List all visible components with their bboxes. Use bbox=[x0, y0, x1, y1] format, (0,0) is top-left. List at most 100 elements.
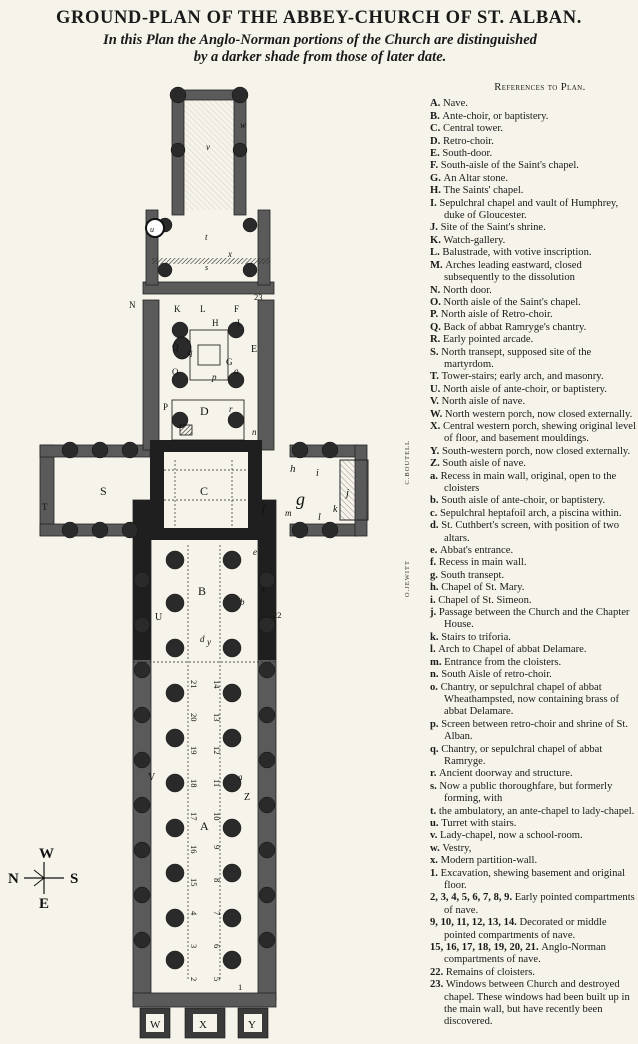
reference-item: l. Arch to Chapel of abbat Delamare. bbox=[430, 644, 636, 656]
reference-text: Modern partition-wall. bbox=[440, 855, 538, 867]
reference-text: North aisle of the Saint's chapel. bbox=[443, 296, 581, 308]
reference-text: Central tower. bbox=[442, 123, 503, 135]
svg-text:e: e bbox=[253, 547, 257, 557]
engraver-credit-left: C.BOUTELL bbox=[404, 440, 411, 485]
number-23: 23 bbox=[254, 292, 263, 302]
nave-piers bbox=[61, 86, 339, 970]
svg-text:j: j bbox=[344, 487, 349, 499]
reference-key: r. bbox=[430, 768, 440, 780]
reference-text: South-aisle of the Saint's chapel. bbox=[440, 160, 579, 172]
reference-text: Ancient doorway and structure. bbox=[439, 768, 573, 780]
svg-text:y: y bbox=[206, 637, 211, 647]
reference-key: 22. bbox=[430, 966, 446, 978]
svg-text:L: L bbox=[200, 304, 206, 314]
reference-item: q. Chantry, or sepulchral chapel of abba… bbox=[430, 744, 636, 769]
bay-number-right: 9 bbox=[212, 845, 222, 849]
svg-text:b: b bbox=[240, 597, 245, 607]
reference-item: 23. Windows between Church and destroyed… bbox=[430, 979, 636, 1029]
reference-text: South-western porch, now closed external… bbox=[441, 445, 631, 457]
svg-text:m: m bbox=[285, 508, 292, 518]
reference-text: Retro-choir. bbox=[442, 135, 494, 147]
bay-number-right: 8 bbox=[212, 878, 222, 882]
bay-number-left: 3 bbox=[189, 944, 199, 948]
page-title: GROUND-PLAN OF THE ABBEY-CHURCH OF ST. A… bbox=[56, 8, 582, 28]
reference-item: C. Central tower. bbox=[430, 123, 636, 135]
reference-item: j. Passage between the Church and the Ch… bbox=[430, 607, 636, 632]
reference-item: k. Stairs to triforia. bbox=[430, 632, 636, 644]
reference-item: K. Watch-gallery. bbox=[430, 235, 636, 247]
reference-text: Vestry, bbox=[442, 842, 472, 854]
reference-text: Decorated or middle pointed compartments… bbox=[444, 917, 607, 941]
svg-text:g: g bbox=[296, 489, 305, 509]
reference-item: S. North transept, supposed site of the … bbox=[430, 347, 636, 372]
reference-item: I. Sepulchral chapel and vault of Humphr… bbox=[430, 198, 636, 223]
svg-text:q: q bbox=[188, 347, 193, 357]
reference-key: m. bbox=[430, 656, 445, 668]
reference-item: U. North aisle of ante-choir, or baptist… bbox=[430, 384, 636, 396]
reference-key: 1. bbox=[430, 867, 441, 879]
reference-item: e. Abbat's entrance. bbox=[430, 545, 636, 557]
compass-e: E bbox=[39, 896, 49, 912]
reference-text: Recess in main wall. bbox=[438, 557, 527, 569]
reference-item: E. South-door. bbox=[430, 148, 636, 160]
reference-text: Nave. bbox=[442, 98, 468, 110]
svg-text:N: N bbox=[129, 300, 136, 310]
reference-item: s. Now a public thoroughfare, but former… bbox=[430, 781, 636, 806]
reference-item: m. Entrance from the cloisters. bbox=[430, 657, 636, 669]
compass: N S W E bbox=[8, 846, 78, 912]
svg-text:c: c bbox=[262, 584, 266, 594]
bay-number-left: 21 bbox=[189, 680, 199, 689]
reference-text: North aisle of Retro-choir. bbox=[440, 309, 553, 321]
reference-key: M. bbox=[430, 259, 446, 271]
reference-item: Q. Back of abbat Ramryge's chantry. bbox=[430, 322, 636, 334]
reference-text: Tower-stairs; early arch, and masonry. bbox=[441, 371, 604, 383]
reference-key: B. bbox=[430, 110, 443, 122]
reference-text: North aisle of nave. bbox=[441, 396, 526, 408]
svg-text:t: t bbox=[205, 232, 208, 242]
reference-key: u. bbox=[430, 817, 442, 829]
compass-w: W bbox=[39, 846, 54, 862]
reference-key: e. bbox=[430, 545, 440, 557]
svg-text:V: V bbox=[148, 772, 156, 783]
bay-number-left: 15 bbox=[189, 878, 199, 887]
reference-text: Anglo-Norman compartments of nave. bbox=[444, 942, 606, 966]
reference-item: J. Site of the Saint's shrine. bbox=[430, 222, 636, 234]
reference-key: O. bbox=[430, 296, 444, 308]
reference-key: C. bbox=[430, 123, 443, 135]
svg-text:Z: Z bbox=[244, 792, 250, 803]
svg-text:x: x bbox=[227, 249, 232, 259]
reference-key: w. bbox=[430, 842, 443, 854]
compass-s: S bbox=[70, 871, 78, 887]
reference-text: Lady-chapel, now a school-room. bbox=[440, 830, 583, 842]
reference-text: Arches leading eastward, closed subseque… bbox=[444, 259, 582, 284]
reference-text: Ante-choir, or baptistery. bbox=[442, 110, 549, 122]
reference-text: Chantry, or sepulchral chapel of abbat R… bbox=[441, 743, 603, 767]
reference-text: The Saints' chapel. bbox=[443, 185, 524, 197]
reference-text: Early pointed arcade. bbox=[442, 334, 534, 346]
reference-text: South transept. bbox=[440, 569, 505, 581]
svg-text:B: B bbox=[198, 584, 206, 598]
svg-text:r: r bbox=[229, 404, 233, 414]
reference-key: T. bbox=[430, 371, 442, 383]
reference-text: North door. bbox=[442, 284, 492, 296]
svg-text:S: S bbox=[100, 484, 107, 498]
reference-item: t. the ambulatory, an ante-chapel to lad… bbox=[430, 806, 636, 818]
reference-text: Sepulchral heptafoil arch, a piscina wit… bbox=[440, 507, 622, 519]
subtitle-line-1: In this Plan the Anglo-Norman portions o… bbox=[103, 32, 537, 48]
bay-number-right: 6 bbox=[212, 944, 222, 948]
svg-text:a: a bbox=[238, 772, 243, 782]
reference-key: v. bbox=[430, 830, 441, 842]
reference-item: i. Chapel of St. Simeon. bbox=[430, 595, 636, 607]
svg-text:f: f bbox=[262, 503, 267, 515]
svg-text:o: o bbox=[234, 366, 239, 376]
reference-key: K. bbox=[430, 234, 444, 246]
reference-key: L. bbox=[430, 247, 443, 259]
reference-text: South aisle of nave. bbox=[442, 458, 526, 470]
subtitle-line-2: by a darker shade from those of later da… bbox=[193, 49, 447, 65]
reference-item: 1. Excavation, shewing basement and orig… bbox=[430, 868, 636, 893]
reference-text: South-door. bbox=[442, 148, 493, 160]
reference-item: O. North aisle of the Saint's chapel. bbox=[430, 297, 636, 309]
reference-key: I. bbox=[430, 197, 440, 209]
reference-key: G. bbox=[430, 172, 444, 184]
reference-key: E. bbox=[430, 148, 443, 160]
